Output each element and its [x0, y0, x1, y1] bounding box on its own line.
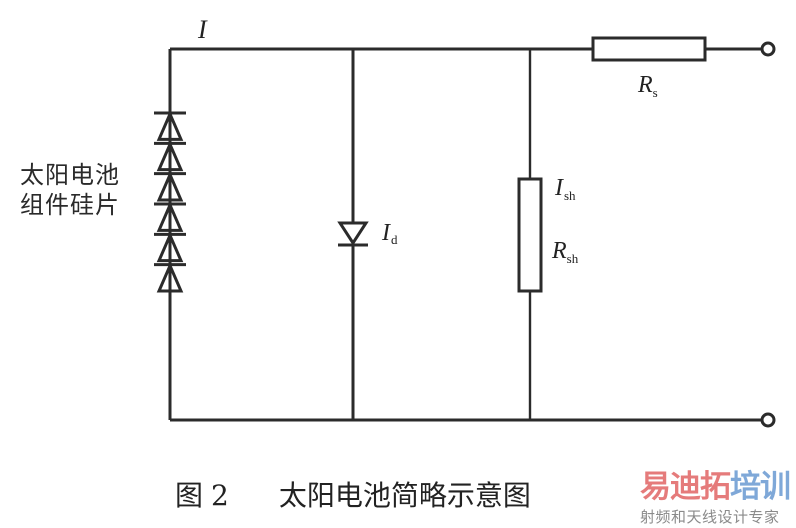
watermark: 易迪拓培训 射频和天线设计专家: [640, 470, 796, 527]
diode-current-label: Id: [381, 220, 398, 247]
solar-module-label-line1: 太阳电池: [20, 161, 120, 189]
solar-module-label-line2: 组件硅片: [20, 191, 120, 219]
shunt-resistor-label: Rsh: [551, 238, 579, 266]
watermark-tagline: 射频和天线设计专家: [640, 508, 780, 526]
shunt-current-label: Ish: [554, 175, 576, 203]
caption-figure-number: 2: [211, 479, 229, 512]
watermark-brand: 易迪拓培训: [640, 470, 796, 504]
series-resistor: [591, 36, 707, 62]
shunt-resistor: [517, 177, 543, 293]
solar-module-label: 太阳电池 组件硅片: [20, 160, 120, 220]
output-terminal-positive: [760, 41, 776, 57]
caption-title: 太阳电池简略示意图: [278, 479, 531, 512]
total-current-label: I: [197, 15, 208, 44]
diode-symbol: [337, 221, 369, 246]
caption-figure-prefix: 图: [175, 479, 204, 512]
output-terminal-negative: [760, 412, 776, 428]
watermark-brand-part2: 培训: [730, 469, 791, 505]
series-resistor-label: Rs: [637, 72, 658, 100]
solar-cell-array: [154, 110, 186, 295]
watermark-brand-part1: 易迪拓: [640, 469, 731, 505]
